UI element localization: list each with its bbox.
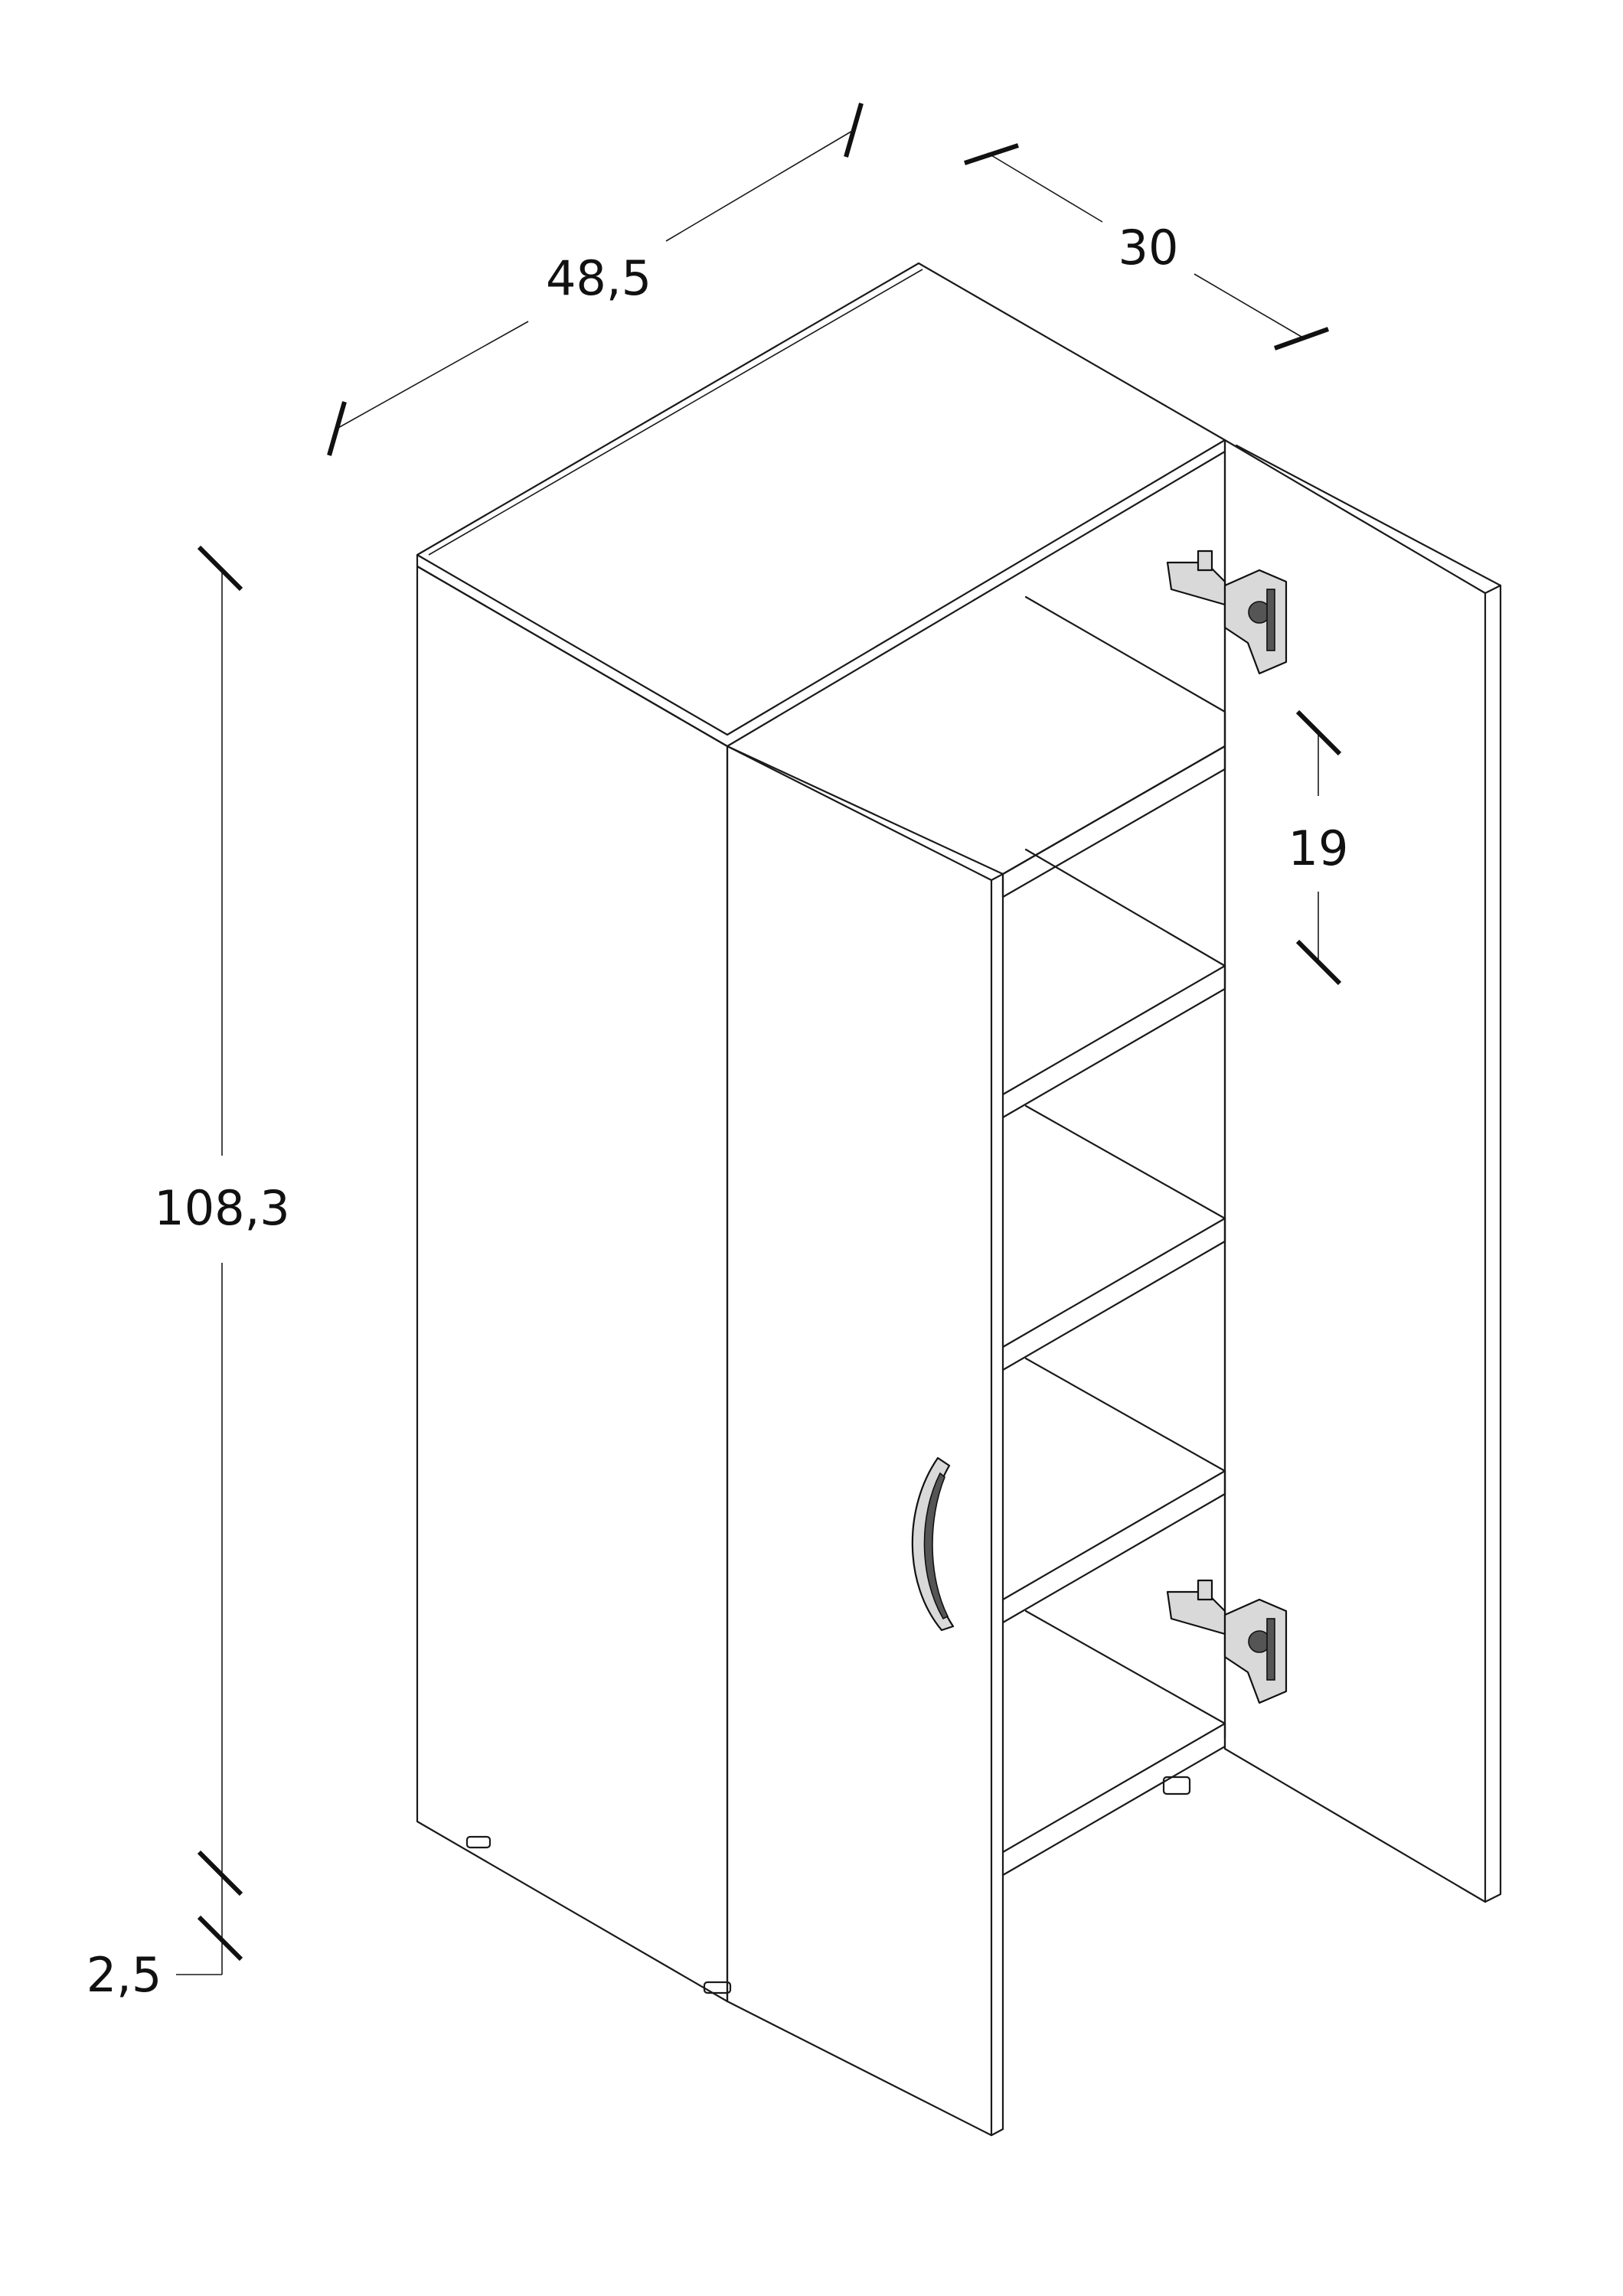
width-label: 48,5: [546, 250, 651, 306]
shelf-spacing-label: 19: [1288, 820, 1349, 876]
hinge-bottom: [1166, 1579, 1288, 1704]
shelf-spacing-dimension: 19: [1288, 709, 1349, 986]
depth-label: 30: [1118, 220, 1179, 276]
door-handle: [911, 1456, 955, 1632]
foot-dimension: 2,5: [87, 1890, 243, 2003]
hinge-top: [1166, 550, 1288, 675]
cabinet-body: [416, 262, 1226, 2137]
height-dimension: 108,3: [154, 545, 290, 1896]
width-dimension: 48,5: [327, 103, 864, 456]
depth-dimension: 30: [964, 143, 1330, 351]
height-label: 108,3: [154, 1180, 290, 1236]
foot-label: 2,5: [87, 1947, 162, 2003]
right-door-open: [1223, 439, 1502, 1903]
